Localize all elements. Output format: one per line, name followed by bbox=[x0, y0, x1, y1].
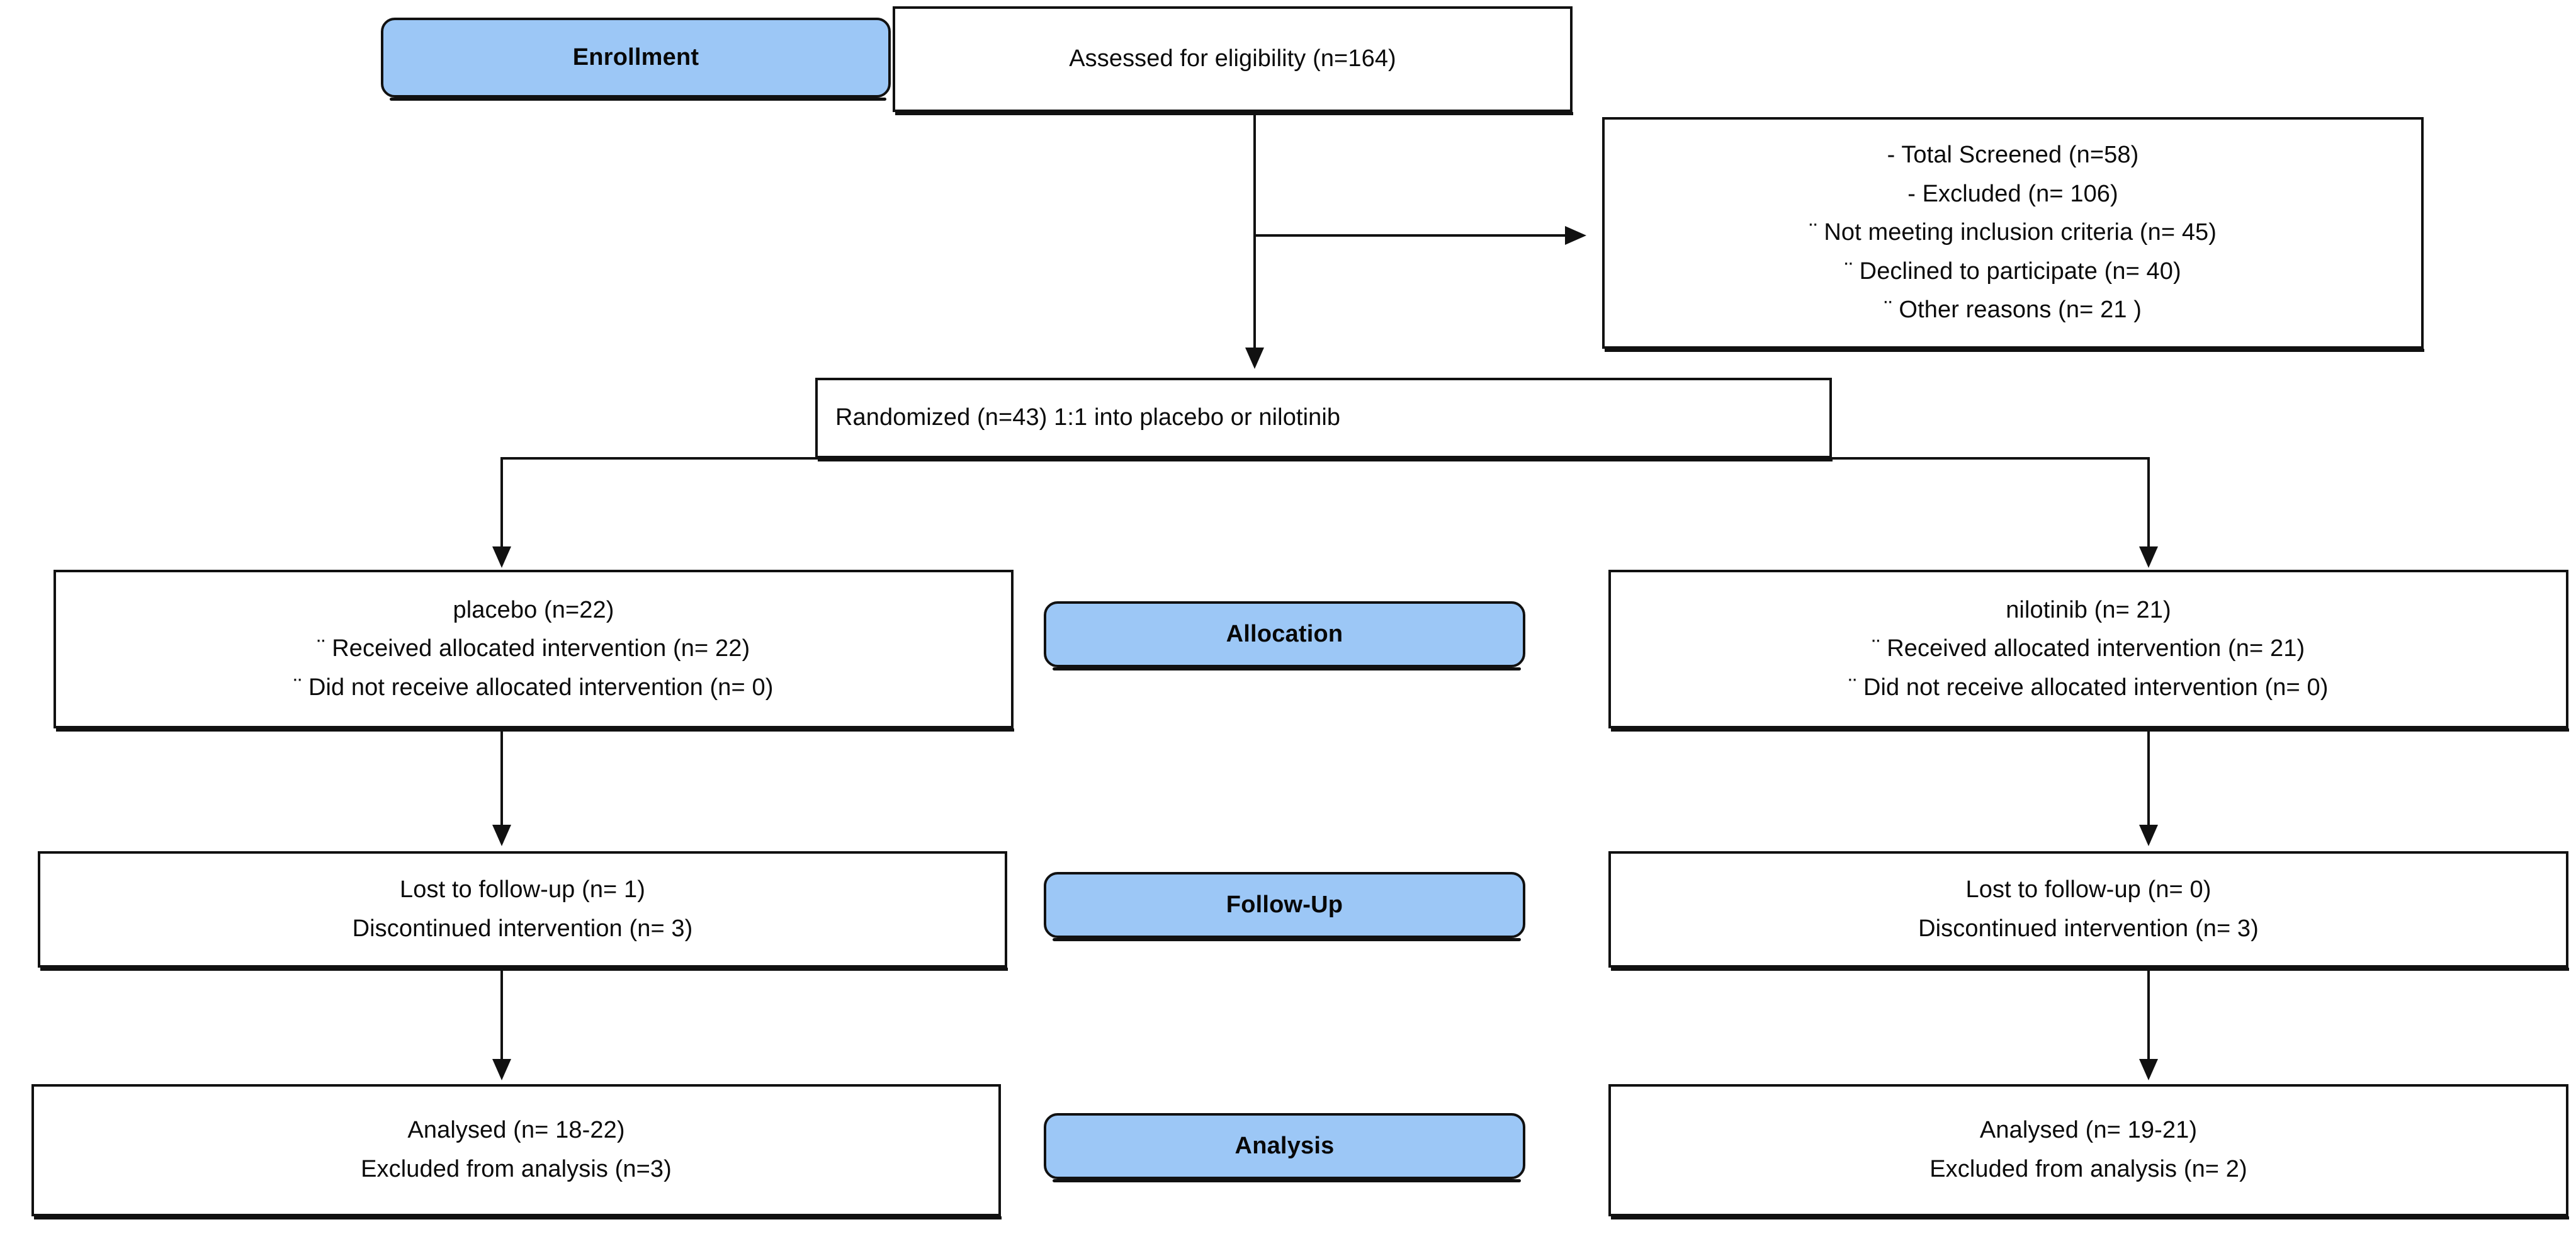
followup-nilotinib-line: Lost to follow-up (n= 0) bbox=[1965, 876, 2212, 903]
arrow-nilotinib-followup-to-analysis bbox=[2139, 1059, 2158, 1080]
allocation-nilotinib-line: ¨ Did not receive allocated intervention… bbox=[1848, 674, 2329, 701]
connector-nilotinib-alloc-to-followup bbox=[2147, 728, 2150, 829]
arrow-to-excluded-box bbox=[1565, 226, 1586, 245]
arrow-randomized-to-nilotinib bbox=[2139, 546, 2158, 568]
allocation-placebo-line: placebo (n=22) bbox=[453, 596, 614, 623]
connector-nilotinib-followup-to-analysis bbox=[2147, 968, 2150, 1063]
arrow-randomized-to-placebo bbox=[492, 546, 511, 568]
allocation-placebo-box: placebo (n=22) ¨ Received allocated inte… bbox=[54, 570, 1014, 732]
allocation-nilotinib-list: nilotinib (n= 21) ¨ Received allocated i… bbox=[1611, 591, 2566, 708]
arrow-placebo-followup-to-analysis bbox=[492, 1059, 511, 1080]
excluded-box: - Total Screened (n=58) - Excluded (n= 1… bbox=[1602, 117, 2424, 352]
stage-label-followup-text: Follow-Up bbox=[1226, 891, 1343, 918]
excluded-line: - Excluded (n= 106) bbox=[1907, 180, 2118, 207]
arrow-eligibility-to-randomized bbox=[1245, 348, 1264, 369]
analysis-nilotinib-list: Analysed (n= 19-21) Excluded from analys… bbox=[1611, 1111, 2566, 1189]
followup-nilotinib-line: Discontinued intervention (n= 3) bbox=[1918, 915, 2259, 942]
analysis-nilotinib-line: Excluded from analysis (n= 2) bbox=[1929, 1156, 2247, 1182]
followup-placebo-box: Lost to follow-up (n= 1) Discontinued in… bbox=[38, 851, 1008, 971]
stage-label-allocation-text: Allocation bbox=[1226, 621, 1343, 647]
connector-randomized-split bbox=[500, 457, 2150, 460]
analysis-placebo-line: Analysed (n= 18-22) bbox=[407, 1117, 625, 1144]
analysis-placebo-list: Analysed (n= 18-22) Excluded from analys… bbox=[34, 1111, 998, 1189]
followup-placebo-line: Discontinued intervention (n= 3) bbox=[352, 915, 693, 942]
allocation-placebo-line: ¨ Received allocated intervention (n= 22… bbox=[317, 635, 750, 662]
stage-label-enrollment: Enrollment bbox=[381, 18, 891, 101]
excluded-line: ¨ Declined to participate (n= 40) bbox=[1844, 257, 2181, 285]
connector-randomized-left-leg bbox=[500, 457, 503, 550]
followup-placebo-list: Lost to follow-up (n= 1) Discontinued in… bbox=[40, 871, 1005, 948]
allocation-nilotinib-line: nilotinib (n= 21) bbox=[2006, 596, 2171, 623]
stage-label-followup: Follow-Up bbox=[1044, 872, 1525, 941]
arrow-placebo-alloc-to-followup bbox=[492, 825, 511, 846]
excluded-list: - Total Screened (n=58) - Excluded (n= 1… bbox=[1605, 136, 2421, 330]
randomized-text: Randomized (n=43) 1:1 into placebo or ni… bbox=[835, 404, 1341, 431]
excluded-line: ¨ Not meeting inclusion criteria (n= 45) bbox=[1809, 219, 2217, 246]
connector-randomized-right-leg bbox=[2147, 457, 2150, 550]
allocation-nilotinib-line: ¨ Received allocated intervention (n= 21… bbox=[1872, 635, 2305, 662]
allocation-placebo-line: ¨ Did not receive allocated intervention… bbox=[293, 674, 774, 701]
connector-placebo-followup-to-analysis bbox=[500, 968, 503, 1063]
stage-label-analysis-text: Analysis bbox=[1234, 1133, 1335, 1159]
arrow-nilotinib-alloc-to-followup bbox=[2139, 825, 2158, 846]
stage-label-analysis: Analysis bbox=[1044, 1113, 1525, 1182]
allocation-nilotinib-box: nilotinib (n= 21) ¨ Received allocated i… bbox=[1608, 570, 2569, 732]
analysis-placebo-line: Excluded from analysis (n=3) bbox=[361, 1156, 672, 1182]
analysis-nilotinib-line: Analysed (n= 19-21) bbox=[1979, 1117, 2198, 1144]
followup-nilotinib-list: Lost to follow-up (n= 0) Discontinued in… bbox=[1611, 871, 2566, 948]
stage-label-enrollment-text: Enrollment bbox=[572, 44, 699, 71]
analysis-nilotinib-box: Analysed (n= 19-21) Excluded from analys… bbox=[1608, 1084, 2569, 1219]
assessed-for-eligibility-text: Assessed for eligibility (n=164) bbox=[1069, 45, 1396, 72]
connector-eligibility-to-excluded bbox=[1255, 234, 1566, 237]
followup-nilotinib-box: Lost to follow-up (n= 0) Discontinued in… bbox=[1608, 851, 2569, 971]
excluded-line: ¨ Other reasons (n= 21 ) bbox=[1884, 297, 2142, 324]
followup-placebo-line: Lost to follow-up (n= 1) bbox=[400, 876, 645, 903]
connector-eligibility-down bbox=[1253, 112, 1256, 351]
randomized-box: Randomized (n=43) 1:1 into placebo or ni… bbox=[815, 378, 1833, 461]
excluded-line: - Total Screened (n=58) bbox=[1887, 142, 2139, 169]
analysis-placebo-box: Analysed (n= 18-22) Excluded from analys… bbox=[31, 1084, 1002, 1219]
assessed-for-eligibility-box: Assessed for eligibility (n=164) bbox=[893, 6, 1573, 115]
stage-label-allocation: Allocation bbox=[1044, 601, 1525, 670]
allocation-placebo-list: placebo (n=22) ¨ Received allocated inte… bbox=[56, 591, 1011, 708]
connector-placebo-alloc-to-followup bbox=[500, 728, 503, 829]
